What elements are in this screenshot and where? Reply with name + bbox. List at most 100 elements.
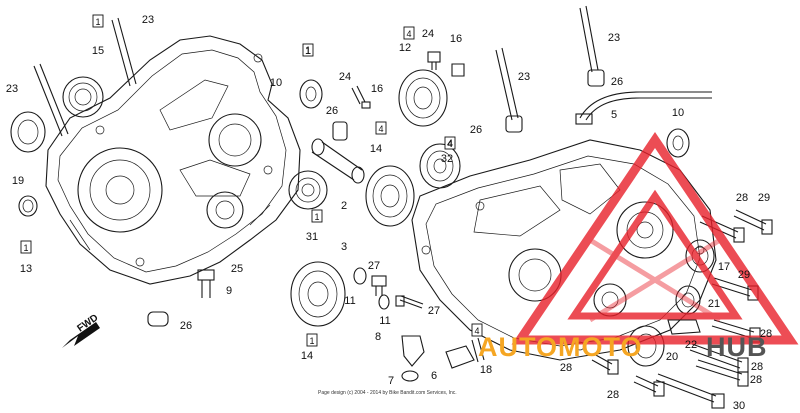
callout-c26d: 26 [180, 320, 192, 332]
callout-c26c: 26 [470, 124, 482, 136]
callout-c11a: 11 [344, 295, 355, 307]
callout-c28b: 28 [760, 328, 772, 340]
callout-c5: 5 [611, 109, 617, 121]
left-crankcase-half [45, 35, 301, 285]
box-tag-frame [471, 323, 483, 337]
box-tag-b1c: 1 [311, 209, 323, 223]
bolt-28-lower-left [591, 353, 619, 375]
breather-tube-5 [575, 91, 712, 125]
box-tag-text: 1 [309, 336, 314, 346]
box-tag-b1a: 1 [92, 14, 104, 28]
box-tag-b4d: 4 [471, 323, 483, 337]
callout-c23d: 23 [608, 32, 620, 44]
bolt-24-small [351, 85, 371, 109]
watermark-triangle-icon [511, 131, 799, 345]
callout-c13: 13 [20, 263, 32, 275]
washer-11 [353, 267, 390, 310]
callout-c19: 19 [12, 175, 24, 187]
callout-c23a: 23 [142, 14, 154, 26]
shaft-2 [311, 138, 365, 184]
bearing-14-lower [290, 261, 346, 327]
bearing-31 [288, 170, 328, 210]
watermark-text-right: HUB [706, 332, 768, 362]
box-tag-b4a: 4 [403, 26, 415, 40]
callout-c17: 17 [718, 261, 730, 273]
box-tag-frame [20, 240, 32, 254]
callout-c6: 6 [431, 370, 437, 382]
callout-c30: 30 [733, 400, 745, 412]
stud-bolt-23-center [495, 47, 523, 133]
callout-c21: 21 [708, 298, 720, 310]
callout-c31: 31 [306, 231, 318, 243]
callout-c2: 2 [341, 200, 347, 212]
callout-c26b: 26 [611, 76, 623, 88]
callout-c1a: 1 [305, 45, 311, 57]
bolt-27-upper [371, 275, 387, 296]
box-tag-text: 4 [474, 326, 479, 336]
callout-c18: 18 [480, 364, 492, 376]
bearing-12 [398, 69, 448, 127]
clip-7 [401, 370, 419, 382]
dowel-pin-26 [332, 121, 348, 141]
callout-c14b: 14 [301, 350, 313, 362]
callout-c28d: 28 [750, 374, 762, 386]
callout-c20: 20 [666, 351, 678, 363]
box-tag-text: 1 [305, 46, 310, 56]
callout-c7: 7 [388, 375, 394, 387]
callout-c24a: 24 [339, 71, 351, 83]
bolt-29-upper [733, 209, 773, 235]
callout-c24b: 24 [422, 28, 434, 40]
callout-c28c: 28 [560, 362, 572, 374]
box-tag-b4c: 4 [444, 136, 456, 150]
callout-c12: 12 [399, 42, 411, 54]
box-tag-b1e: 1 [306, 333, 318, 347]
left-bearing-15 [62, 76, 104, 118]
callout-c14a: 14 [370, 143, 382, 155]
bolt-28-bottom [633, 375, 665, 397]
callout-c27a: 27 [368, 260, 380, 272]
callout-c4b: 4 [447, 138, 453, 150]
automotohub-watermark: AUTOMOTO HUB [478, 131, 799, 362]
box-tag-text: 4 [447, 139, 452, 149]
fwd-arrow: FWD [62, 312, 100, 348]
bolt-18 [471, 337, 485, 363]
box-tag-text: 4 [406, 29, 411, 39]
clip-16 [451, 63, 465, 77]
callout-c22: 22 [685, 339, 697, 351]
callout-c25: 25 [231, 263, 243, 275]
drain-plug-9 [197, 269, 215, 298]
seal-20 [627, 325, 665, 367]
box-tag-frame [92, 14, 104, 28]
callout-c23c: 23 [518, 71, 530, 83]
callout-c3: 3 [341, 241, 347, 253]
watermark-text-left: AUTOMOTO [478, 332, 643, 362]
bolt-28-lower-right [689, 343, 749, 387]
box-tag-frame [403, 26, 415, 40]
box-tag-b1d: 1 [20, 240, 32, 254]
bolt-24-center [427, 51, 441, 70]
box-tag-frame [302, 43, 314, 57]
box-tag-frame [306, 333, 318, 347]
box-tag-frame [444, 136, 456, 150]
box-tag-text: 1 [95, 17, 100, 27]
stud-bolt-23-right [579, 5, 605, 87]
callout-c11b: 11 [379, 315, 390, 327]
callout-c15: 15 [92, 45, 104, 57]
box-tag-frame [375, 121, 387, 135]
bearing-14-upper [365, 165, 415, 227]
washer-10-left [299, 79, 323, 109]
lever-6 [445, 345, 475, 369]
callout-c16a: 16 [371, 83, 383, 95]
callout-c28f: 28 [607, 389, 619, 401]
callout-c16b: 16 [450, 33, 462, 45]
bracket-22 [667, 319, 701, 335]
box-tag-b1b: 1 [302, 43, 314, 57]
callout-c28e: 28 [751, 361, 763, 373]
box-tag-text: 1 [23, 243, 28, 253]
callout-c23b: 23 [6, 83, 18, 95]
washer-10-right [666, 128, 690, 158]
